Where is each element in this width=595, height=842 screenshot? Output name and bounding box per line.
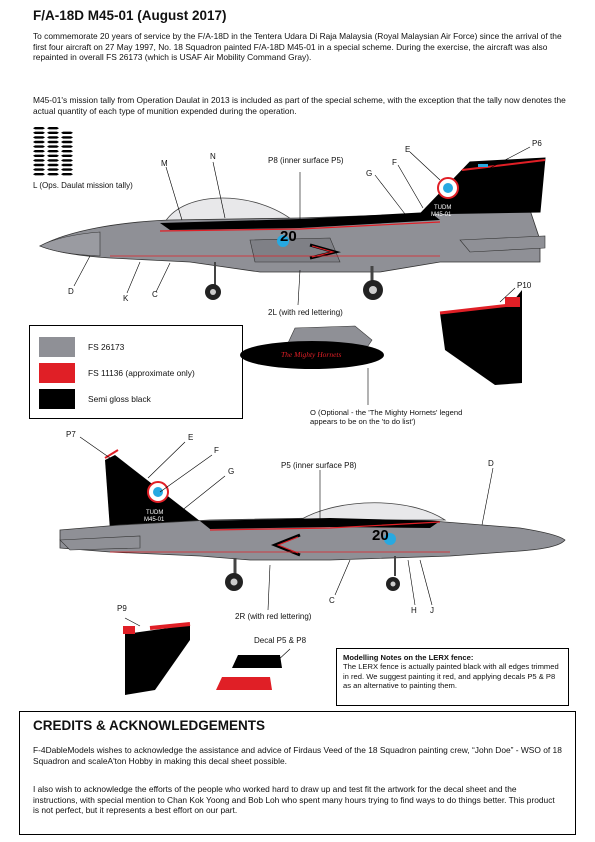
fuselage-number: 20 [280,228,297,245]
callout-P6: P6 [532,139,542,148]
tail-text-upper-2: M45-01 [431,212,452,218]
swatch-black [39,389,75,409]
tally-mark [47,163,59,167]
callout-O: O (Optional - the 'The Mighty Hornets' l… [310,408,463,427]
tally-mark [47,150,59,153]
tally-mark [61,154,73,157]
credits-paragraph-1: F-4DableModels wishes to acknowledge the… [33,745,562,766]
notes-body: The LERX fence is actually painted black… [343,662,559,690]
callout-J: J [430,606,434,615]
tally-mark [47,145,59,148]
callout-P9: P9 [117,604,127,613]
callout-E-lower: E [188,433,194,442]
tally-mark [33,140,45,144]
callout-C-lower: C [329,596,335,605]
tally-mark [61,140,73,144]
tally-mark [33,150,45,153]
tally-mark [61,159,73,162]
tally-mark [61,145,73,148]
credits-box: CREDITS & ACKNOWLEDGEMENTS F-4DableModel… [19,711,576,835]
color-legend: FS 26173 FS 11136 (approximate only) Sem… [29,325,243,419]
callout-P5: P5 (inner surface P8) [281,461,357,470]
callout-M: M [161,159,168,168]
tally-mark [33,168,45,171]
callout-P10: P10 [517,281,532,290]
tally-mark [47,131,59,134]
callout-N: N [210,152,216,161]
credits-heading: CREDITS & ACKNOWLEDGEMENTS [33,718,265,733]
tally-mark [33,163,45,167]
callout-G-lower: G [228,467,235,476]
page-title: F/A-18D M45-01 (August 2017) [33,8,227,23]
callout-D-lower: D [488,459,494,468]
tally-mark [47,154,59,157]
fuselage-number-lower: 20 [372,527,389,544]
tally-mark [47,127,59,130]
callout-G: G [366,169,373,178]
tally-mark [33,145,45,148]
tally-mark [33,136,45,139]
credits-paragraph-2: I also wish to acknowledge the efforts o… [33,784,555,816]
tank-legend-text: The Mighty Hornets [281,350,342,359]
tally-mark [47,140,59,144]
tally-mark [61,150,73,153]
tally-mark [61,131,73,134]
modelling-notes: Modelling Notes on the LERX fence: The L… [336,648,569,706]
callout-2L: 2L (with red lettering) [268,308,343,317]
callout-F-lower: F [214,446,219,455]
callout-F: F [392,158,397,167]
tail-text-lower-1: TUDM [146,510,164,516]
callout-H: H [411,606,417,615]
callout-D: D [68,287,74,296]
tally-mark [33,173,45,176]
callout-L: L (Ops. Daulat mission tally) [33,181,133,190]
tally-mark [61,173,73,176]
notes-heading: Modelling Notes on the LERX fence: [343,653,474,662]
legend-label-black: Semi gloss black [88,394,151,404]
intro-paragraph: To commemorate 20 years of service by th… [33,31,562,63]
legend-label-red: FS 11136 (approximate only) [88,368,195,378]
tally-mark [33,159,45,162]
tally-paragraph: M45-01's mission tally from Operation Da… [33,95,566,116]
tally-mark [33,131,45,134]
swatch-red [39,363,75,383]
tally-mark [33,127,45,130]
tally-mark [61,168,73,171]
callout-2R: 2R (with red lettering) [235,612,312,621]
callout-P7: P7 [66,430,76,439]
tally-mark [47,136,59,139]
tally-mark [47,168,59,171]
swatch-grey [39,337,75,357]
callout-K: K [123,294,129,303]
tally-mark [47,159,59,162]
decal-label: Decal P5 & P8 [254,636,307,645]
callout-P8: P8 (inner surface P5) [268,156,344,165]
tail-text-lower-2: M45-01 [144,517,165,523]
callout-E: E [405,145,411,154]
tally-mark [61,136,73,139]
tally-mark [47,173,59,176]
legend-label-grey: FS 26173 [88,342,125,352]
callout-C: C [152,290,158,299]
tally-mark [61,163,73,167]
tail-text-upper-1: TUDM [434,205,452,211]
tally-mark [33,154,45,157]
